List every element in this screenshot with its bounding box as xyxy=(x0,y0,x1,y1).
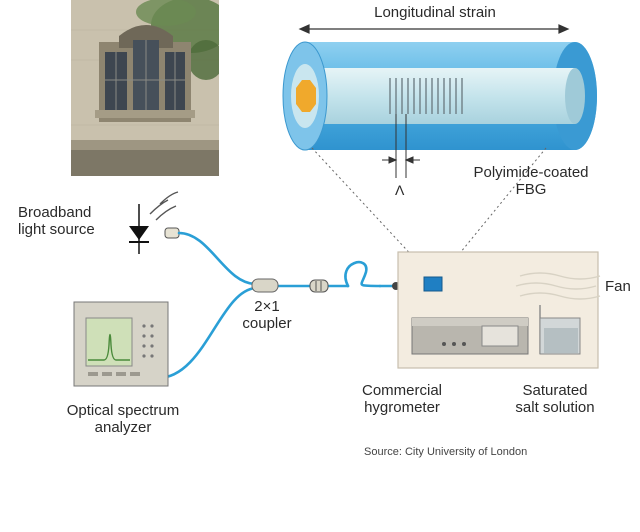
hygrometer xyxy=(411,317,529,355)
coupler xyxy=(251,278,279,293)
fbg-label: Polyimide-coated FBG xyxy=(446,164,616,199)
longitudinal-strain-label: Longitudinal strain xyxy=(374,4,496,21)
light-source-label-line2: light source xyxy=(18,221,95,239)
source-credit: Source: City University of London xyxy=(364,446,528,458)
salt-solution-label: Saturated salt solution xyxy=(490,382,620,417)
coupler-label-line1: 2×1 xyxy=(254,298,280,315)
hygrometer-label: Commercial hygrometer xyxy=(340,382,464,417)
coupler-label-line2: coupler xyxy=(242,315,292,333)
grating-period-marker xyxy=(382,114,420,178)
coupler-label: 2×1 coupler xyxy=(224,298,310,333)
osa-label: Optical spectrum analyzer xyxy=(28,402,218,437)
fiber-cross-section xyxy=(282,41,597,151)
osa-label-line2: analyzer xyxy=(94,419,152,437)
lambda-label: Λ xyxy=(395,182,405,198)
hygrometer-label-line1: Commercial xyxy=(361,382,442,399)
light-source-label: Broadband light source xyxy=(18,204,95,239)
salt-label-line1: Saturated xyxy=(522,382,588,399)
hygrometer-label-line2: hygrometer xyxy=(364,399,440,417)
light-source-diode xyxy=(129,191,180,254)
optical-spectrum-analyzer xyxy=(73,301,169,387)
fan-label: Fan xyxy=(605,278,631,295)
fbg-label-line1: Polyimide-coated xyxy=(473,164,589,181)
fbg-label-line2: FBG xyxy=(515,181,547,199)
osa-label-line1: Optical spectrum xyxy=(66,402,180,419)
strain-arrow xyxy=(298,24,570,34)
light-source-label-line1: Broadband xyxy=(18,204,92,221)
salt-label-line2: salt solution xyxy=(515,399,595,417)
building-photo xyxy=(71,0,219,176)
fiber-connector xyxy=(309,279,329,293)
